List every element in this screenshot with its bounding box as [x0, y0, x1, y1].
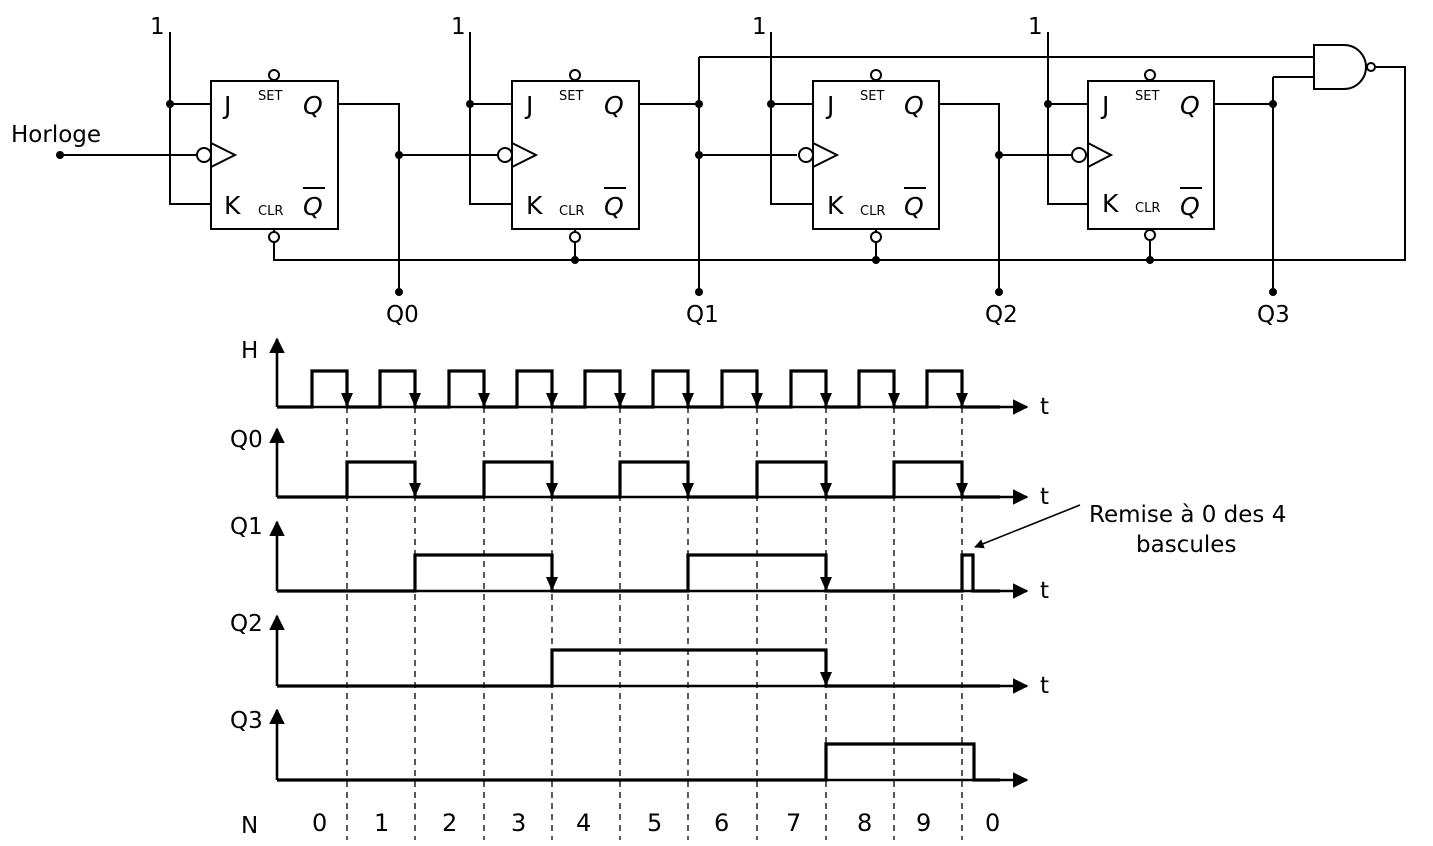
signal-q3-label: Q3: [230, 708, 263, 734]
count-8: 8: [857, 809, 872, 837]
time-label-q2: t: [1040, 673, 1049, 699]
output-q2-label: Q2: [985, 302, 1018, 328]
edge-guides: [346, 407, 963, 840]
ff1-j-label: J: [524, 91, 533, 120]
time-label-q1: t: [1040, 578, 1049, 604]
waveform-q0: [277, 460, 1000, 499]
ff2-set-label: SET: [860, 89, 884, 104]
time-label-q0: t: [1040, 484, 1049, 510]
ff3-clr-label: CLR: [1135, 201, 1160, 216]
count-2: 2: [442, 809, 457, 837]
ff1-qbar-label: Q: [604, 192, 624, 221]
count-3: 3: [511, 809, 526, 837]
reset-annotation-line2: bascules: [1136, 532, 1236, 558]
flipflop-2: J K SET CLR Q Q: [767, 32, 1071, 296]
ff1-set-label: SET: [559, 89, 583, 104]
count-10: 0: [985, 809, 1000, 837]
waveform-h: [277, 369, 1000, 409]
count-1: 1: [374, 809, 389, 837]
ff3-qbar-label: Q: [1180, 192, 1200, 221]
ff1-clr-label: CLR: [559, 204, 584, 219]
ff0-q-label: Q: [303, 91, 323, 120]
reset-annotation-line1: Remise à 0 des 4: [1089, 502, 1286, 528]
reset-annotation-arrow: [974, 504, 1081, 549]
ff0-qbar-label: Q: [303, 192, 323, 221]
signal-q2-label: Q2: [230, 611, 263, 637]
flipflop-3: J K SET CLR Q Q: [1044, 32, 1277, 296]
logic-one-label-2: 1: [451, 14, 466, 40]
count-4: 4: [576, 809, 591, 837]
count-5: 5: [647, 809, 662, 837]
count-0: 0: [312, 809, 327, 837]
signal-q0-label: Q0: [230, 427, 263, 453]
waveform-q1: [277, 553, 1000, 593]
ff3-k-label: K: [1102, 189, 1119, 218]
signal-h-label: H: [241, 338, 258, 364]
signal-q1-label: Q1: [230, 514, 263, 540]
ff0-k-label: K: [224, 191, 241, 220]
ff0-set-label: SET: [258, 89, 282, 104]
ff2-qbar-label: Q: [904, 192, 924, 221]
count-7: 7: [786, 809, 801, 837]
ff2-j-label: J: [825, 91, 834, 120]
count-labels: 0 1 2 3 4 5 6 7 8 9 0: [312, 809, 1000, 837]
output-q0-label: Q0: [386, 302, 419, 328]
count-9: 9: [916, 809, 931, 837]
circuit: Horloge 1 1 1 1 J K SET CLR Q Q: [11, 14, 1406, 328]
flipflop-1: J K SET CLR Q Q: [466, 32, 797, 296]
ff0-clr-label: CLR: [258, 204, 283, 219]
falling-edge-arrows: [341, 393, 968, 686]
ff3-q-label: Q: [1180, 91, 1200, 120]
ff1-k-label: K: [526, 191, 543, 220]
ff3-set-label: SET: [1135, 89, 1159, 104]
clock-label: Horloge: [11, 122, 101, 148]
flipflop-0: J K SET CLR Q Q: [166, 32, 497, 296]
ff0-j-label: J: [222, 91, 231, 120]
ff2-clr-label: CLR: [860, 204, 885, 219]
output-q1-label: Q1: [686, 302, 719, 328]
timing-diagram: H Q0 Q1 Q2 Q3 t t t t: [230, 337, 1286, 840]
time-label-h: t: [1040, 394, 1049, 420]
logic-one-label-1: 1: [150, 14, 165, 40]
count-6: 6: [714, 809, 729, 837]
logic-one-label-4: 1: [1028, 14, 1043, 40]
ff1-q-label: Q: [604, 91, 624, 120]
output-q3-label: Q3: [1257, 302, 1290, 328]
waveform-q2: [277, 648, 1000, 688]
n-label: N: [241, 813, 258, 839]
ff3-j-label: J: [1100, 91, 1109, 120]
logic-one-label-3: 1: [752, 14, 767, 40]
ff2-k-label: K: [827, 191, 844, 220]
nand-gate: [273, 44, 1406, 264]
ff2-q-label: Q: [904, 91, 924, 120]
waveform-q3: [277, 742, 1000, 782]
